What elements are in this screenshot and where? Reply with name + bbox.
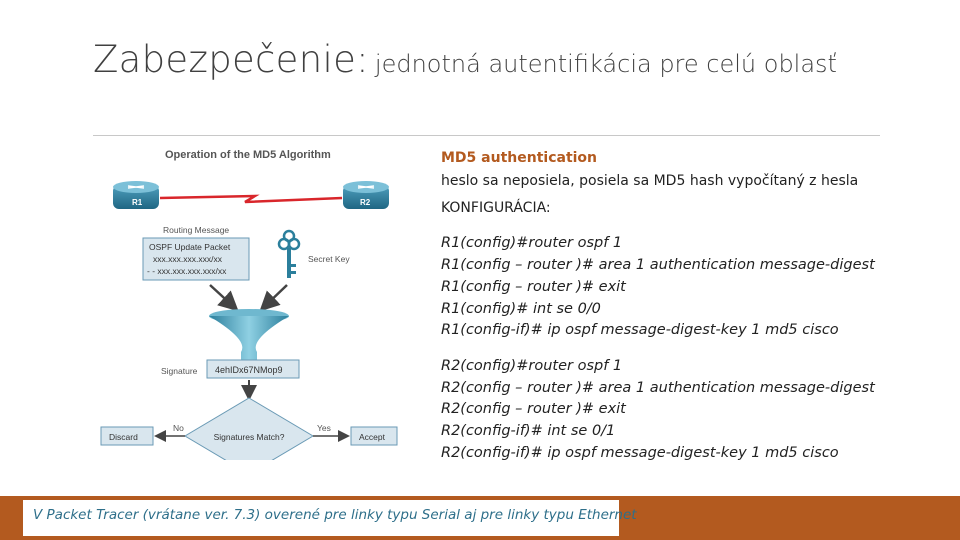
signature-value: 4ehIDx67NMop9 (215, 365, 283, 375)
md5-description: heslo sa neposiela, posiela sa MD5 hash … (441, 171, 941, 193)
secret-key-icon (279, 231, 299, 278)
md5-heading: MD5 authentication (441, 150, 941, 166)
page-title: Zabezpečenie:jednotná autentifikácia pre… (93, 38, 837, 81)
md5-diagram: Operation of the MD5 Algorithm R1 R2 Rou… (95, 140, 415, 460)
packet-line-3: - - xxx.xxx.xxx.xxx/xx (147, 266, 227, 276)
router-r1-label: R1 (132, 198, 143, 207)
routing-message-label: Routing Message (163, 225, 229, 235)
r2-command: R2(config-if)# ip ospf message-digest-ke… (441, 443, 941, 465)
r1-command: R1(config)#router ospf 1 (441, 233, 941, 255)
decision-diamond (185, 398, 313, 460)
title-main: Zabezpečenie: (93, 38, 369, 81)
diagram-heading: Operation of the MD5 Algorithm (165, 149, 331, 161)
r1-command: R1(config – router )# exit (441, 277, 941, 299)
r2-command: R2(config-if)# int se 0/1 (441, 421, 941, 443)
decision-label: Signatures Match? (214, 432, 285, 442)
r2-command: R2(config – router )# exit (441, 399, 941, 421)
r1-command: R1(config)# int se 0/0 (441, 299, 941, 321)
arrow-key-to-funnel (263, 285, 287, 308)
discard-label: Discard (109, 432, 138, 442)
r2-config-block: R2(config)#router ospf 1 R2(config – rou… (441, 356, 941, 465)
r2-command: R2(config – router )# area 1 authenticat… (441, 378, 941, 400)
r1-command: R1(config-if)# ip ospf message-digest-ke… (441, 320, 941, 342)
yes-label: Yes (317, 423, 331, 433)
config-heading: KONFIGURÁCIA: (441, 198, 941, 220)
footer-note: V Packet Tracer (vrátane ver. 7.3) overe… (33, 507, 637, 523)
no-label: No (173, 423, 184, 433)
router-r2-icon: R2 (343, 181, 389, 209)
title-subtitle: jednotná autentifikácia pre celú oblasť (375, 50, 837, 78)
r1-command: R1(config – router )# area 1 authenticat… (441, 255, 941, 277)
hash-funnel-icon (209, 309, 289, 360)
router-r1-icon: R1 (113, 181, 159, 209)
text-column: MD5 authentication heslo sa neposiela, p… (441, 150, 941, 464)
r1-config-block: R1(config)#router ospf 1 R1(config – rou… (441, 233, 941, 342)
title-divider (93, 135, 880, 136)
accept-label: Accept (359, 432, 386, 442)
serial-link-icon (160, 196, 342, 202)
arrow-packet-to-funnel (210, 285, 235, 308)
packet-line-2: xxx.xxx.xxx.xxx/xx (153, 254, 223, 264)
signature-label: Signature (161, 366, 198, 376)
packet-line-1: OSPF Update Packet (149, 242, 231, 252)
secret-key-label: Secret Key (308, 254, 350, 264)
r2-command: R2(config)#router ospf 1 (441, 356, 941, 378)
router-r2-label: R2 (360, 198, 371, 207)
